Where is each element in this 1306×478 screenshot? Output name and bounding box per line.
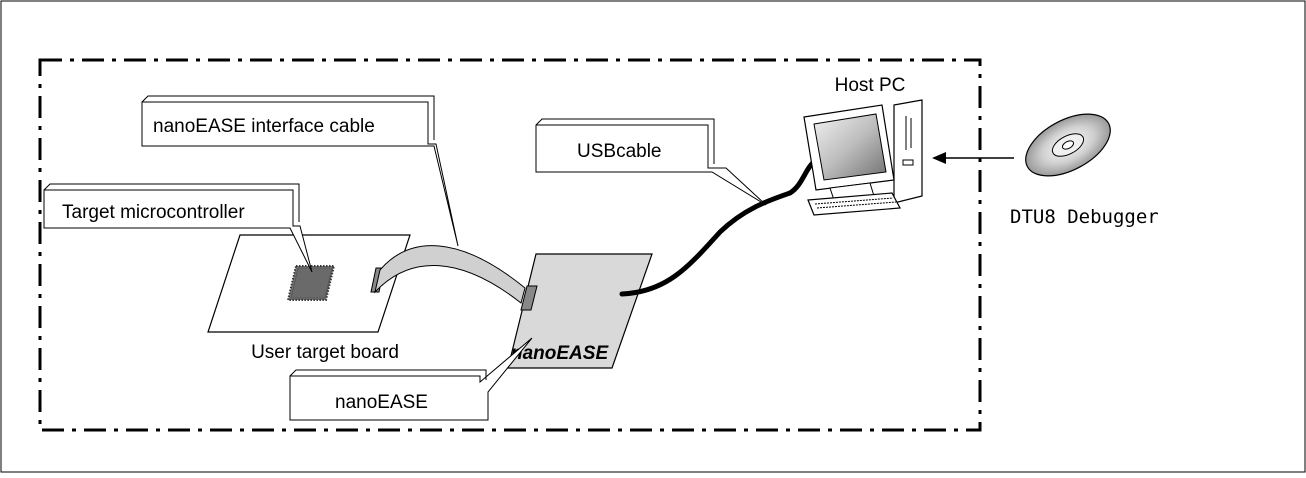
nanoease-device-label: nanoEASE [511,343,609,364]
host-pc [803,99,923,216]
monitor-icon [803,104,895,201]
keyboard-icon [807,192,901,216]
usb-cable [619,157,819,297]
system-boundary [38,58,982,432]
chip-icon [286,265,336,301]
callout-nanoease: nanoEASE [289,337,533,421]
usb-cable-label: USBcable [577,141,662,162]
target-microcontroller-label: Target microcontroller [62,202,245,223]
install-arrow [932,152,1014,164]
callout-target-microcontroller: Target microcontroller [43,183,313,273]
callout-interface-cable: nanoEASE interface cable [141,95,459,247]
callout-usb-cable: USBcable [535,118,767,206]
host-pc-label: Host PC [835,75,906,96]
nanoease-board [507,253,653,369]
nanoease-callout-label: nanoEASE [335,392,428,413]
user-target-board-label: User target board [251,342,399,363]
interface-cable [374,245,526,304]
interface-cable-label: nanoEASE interface cable [153,116,375,137]
nanoease-connector [520,285,538,311]
cd-disc-icon [1025,113,1111,177]
debugger-label: DTU8 Debugger [1010,206,1159,228]
